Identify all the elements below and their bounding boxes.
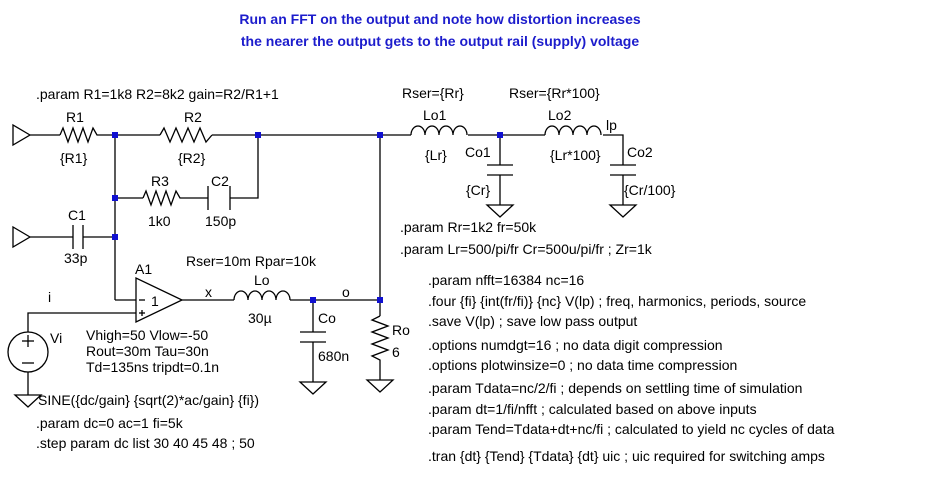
vi-net-label: i (48, 289, 51, 305)
lo1-name: Lo1 (423, 107, 447, 123)
note-line-1: Run an FFT on the output and note how di… (239, 11, 641, 27)
ro-value: 6 (392, 344, 400, 360)
r2-value: {R2} (178, 150, 206, 166)
c2-value: 150p (205, 213, 236, 229)
directive-right: .options plotwinsize=0 ; no data time co… (428, 357, 737, 373)
lo1-params: Rser={Rr} (402, 85, 464, 101)
lp-net-label: lp (606, 117, 617, 133)
a1-params-1: Vhigh=50 Vlow=-50 (86, 327, 208, 343)
capacitor-co2[interactable] (610, 164, 636, 176)
directive-block-right: .param nfft=16384 nc=16 .four {fi} {int(… (428, 272, 835, 464)
resistor-r1[interactable] (59, 126, 100, 144)
co1-name: Co1 (465, 144, 491, 160)
node-r3 (112, 195, 118, 201)
lo-name: Lo (254, 272, 270, 288)
node-c2 (255, 132, 261, 138)
x-net-label: x (205, 284, 212, 300)
r1-value: {R1} (60, 150, 88, 166)
inductor-lo1[interactable] (410, 125, 468, 136)
directive-right: .save V(lp) ; save low pass output (428, 313, 637, 329)
ground-co1 (485, 204, 515, 218)
r3-value: 1k0 (148, 213, 171, 229)
co-name: Co (318, 310, 336, 326)
lo-params: Rser=10m Rpar=10k (186, 253, 317, 269)
capacitor-c1[interactable] (72, 225, 84, 249)
capacitor-co[interactable] (300, 331, 326, 343)
ground-arrow-r1 (12, 123, 32, 147)
node-co1 (497, 132, 503, 138)
c2-name: C2 (211, 173, 229, 189)
r3-name: R3 (151, 173, 169, 189)
resistor-ro[interactable] (370, 315, 390, 364)
directive-right: .options numdgt=16 ; no data digit compr… (428, 337, 723, 353)
ground-co2 (608, 204, 638, 218)
opamp-a1[interactable]: 1 (135, 276, 184, 324)
nodes (112, 132, 503, 303)
co2-name: Co2 (627, 144, 653, 160)
node-feedback (377, 132, 383, 138)
directive-right: .param Tdata=nc/2/fi ; depends on settli… (428, 380, 802, 396)
c1-name: C1 (68, 207, 86, 223)
directive-param-src: .param dc=0 ac=1 fi=5k (36, 415, 184, 431)
capacitor-co1[interactable] (487, 164, 513, 176)
directive-right: .four {fi} {int(fr/fi)} {nc} V(lp) ; fre… (428, 293, 806, 309)
directive-param-lr: .param Lr=500/pi/fr Cr=500u/pi/fr ; Zr=1… (400, 241, 653, 257)
lo-value: 30µ (248, 310, 272, 326)
inductor-lo2[interactable] (544, 125, 602, 136)
capacitor-c2[interactable] (207, 186, 231, 210)
lo2-value: {Lr*100} (550, 147, 601, 163)
directive-param-rr: .param Rr=1k2 fr=50k (400, 219, 537, 235)
directive-right: .tran {dt} {Tend} {Tdata} {dt} uic ; uic… (428, 448, 825, 464)
a1-params-3: Td=135ns tripdt=0.1n (86, 359, 219, 375)
ground-arrow-c1 (12, 225, 32, 249)
node-c1 (112, 234, 118, 240)
ground-symbols (12, 123, 638, 408)
lo1-value: {Lr} (425, 147, 447, 163)
a1-name: A1 (135, 261, 152, 277)
a1-params-2: Rout=30m Tau=30n (86, 343, 209, 359)
vi-name: Vi (50, 330, 62, 346)
r2-name: R2 (184, 109, 202, 125)
wires (27, 134, 624, 395)
lo2-params: Rser={Rr*100} (509, 85, 600, 101)
opamp-symbol: 1 (151, 293, 159, 309)
directive-param-r: .param R1=1k8 R2=8k2 gain=R2/R1+1 (36, 86, 279, 102)
node-co (310, 297, 316, 303)
co2-value: {Cr/100} (624, 182, 676, 198)
voltage-source-vi[interactable] (7, 331, 49, 373)
lo2-name: Lo2 (548, 107, 572, 123)
o-net-label: o (342, 284, 350, 300)
directive-right: .param nfft=16384 nc=16 (428, 272, 584, 288)
node-output-o (377, 297, 383, 303)
resistor-r3[interactable] (142, 189, 183, 207)
c1-value: 33p (64, 250, 88, 266)
note-line-2: the nearer the output gets to the output… (241, 33, 639, 49)
inductor-lo[interactable] (233, 290, 291, 301)
ground-vi (13, 394, 43, 408)
resistor-r2[interactable] (159, 126, 213, 144)
ground-ro (365, 379, 395, 393)
node-inverting-top (112, 132, 118, 138)
r1-name: R1 (66, 109, 84, 125)
directive-step: .step param dc list 30 40 45 48 ; 50 (36, 435, 255, 451)
ground-co (298, 381, 328, 395)
co1-value: {Cr} (466, 182, 490, 198)
ro-name: Ro (392, 322, 410, 338)
co-value: 680n (318, 348, 349, 364)
directive-right: .param Tend=Tdata+dt+nc/fi ; calculated … (428, 421, 835, 437)
vi-value: SINE({dc/gain} {sqrt(2)*ac/gain} {fi}) (38, 392, 259, 408)
directive-right: .param dt=1/fi/nfft ; calculated based o… (428, 401, 757, 417)
